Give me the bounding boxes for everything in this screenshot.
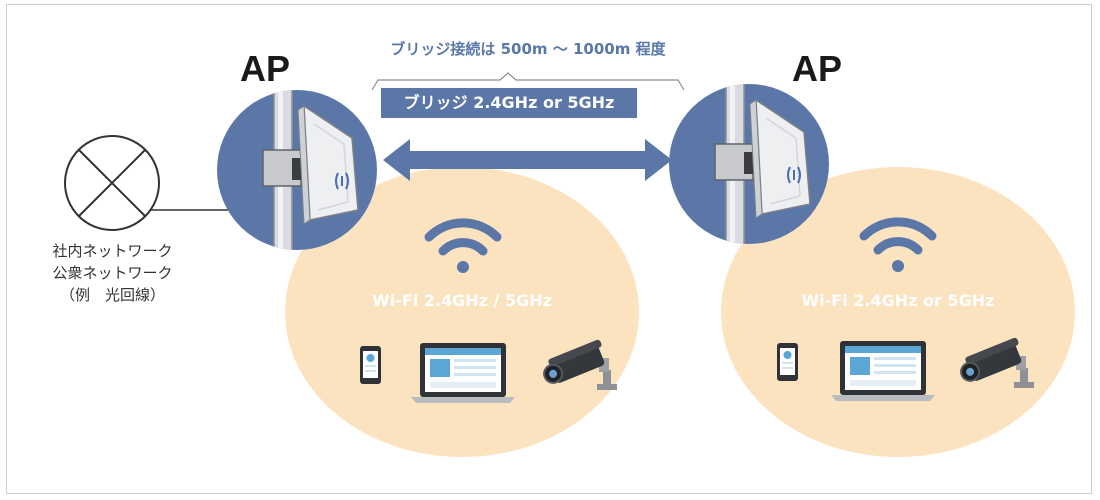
bridge-band-badge: ブリッジ 2.4GHz or 5GHz (381, 88, 637, 118)
laptop-icon (411, 343, 515, 403)
network-line-3: （例 光回線） (59, 286, 165, 304)
coverage-area-right (721, 167, 1075, 457)
coverage-area-left (285, 167, 639, 457)
wifi-label-left: Wi-Fi 2.4GHz / 5GHz (372, 291, 552, 310)
bridge-range-label: ブリッジ接続は 500m 〜 1000m 程度 (390, 40, 666, 58)
ap-label-right: AP (792, 48, 843, 89)
network-description: 社内ネットワーク 公衆ネットワーク （例 光回線） (20, 240, 205, 306)
network-line-2: 公衆ネットワーク (52, 264, 173, 282)
smartphone-icon (360, 346, 381, 384)
smartphone-icon (777, 343, 798, 381)
bridge-arrow (383, 139, 672, 181)
cross-circle-icon (64, 135, 160, 231)
range-bracket (371, 72, 685, 91)
wifi-label-right: Wi-Fi 2.4GHz or 5GHz (801, 291, 995, 310)
ap-label-left: AP (240, 48, 291, 89)
laptop-icon (831, 341, 935, 401)
network-line-1: 社内ネットワーク (52, 242, 173, 260)
